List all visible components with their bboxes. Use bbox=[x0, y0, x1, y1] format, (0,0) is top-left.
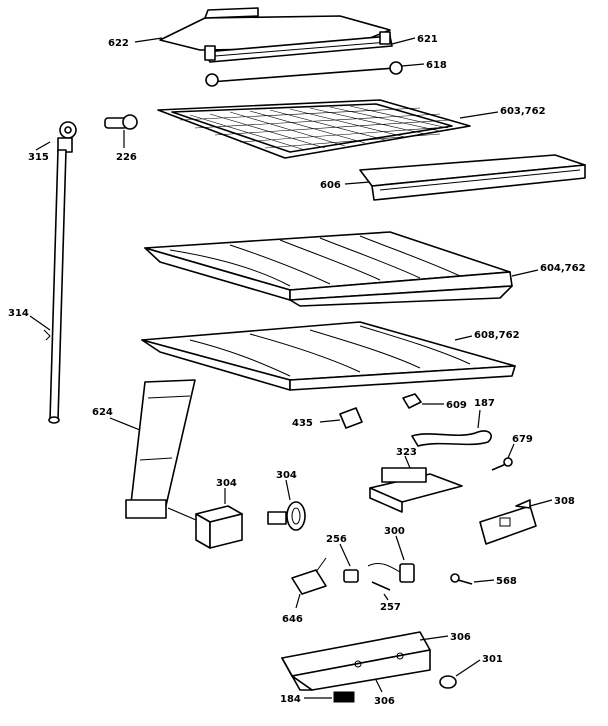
part-304-housing: 304 bbox=[167, 478, 243, 549]
part-323-bracket: 323 bbox=[369, 447, 463, 513]
part-315-hinge-bracket: 315 bbox=[28, 121, 77, 163]
label-314: 314 bbox=[8, 308, 29, 319]
label-308a: 308 bbox=[554, 496, 575, 507]
part-435-clip: 435 bbox=[292, 407, 363, 429]
part-301-knob: 301 bbox=[439, 654, 503, 689]
part-314-hinge-rod: 314 bbox=[8, 149, 67, 424]
part-606-crisper-cover: 606 bbox=[320, 154, 586, 201]
part-618-rod: 618 bbox=[205, 60, 447, 87]
part-187-cable: 187 bbox=[411, 398, 495, 447]
label-306b: 306 bbox=[374, 696, 395, 707]
part-256-socket: 256 bbox=[326, 534, 359, 583]
label-624: 624 bbox=[92, 407, 113, 418]
label-679: 679 bbox=[512, 434, 533, 445]
part-308-bracket: 308 bbox=[479, 496, 575, 545]
part-609-fastener: 609 bbox=[402, 393, 467, 411]
label-604: 604,762 bbox=[540, 263, 586, 274]
part-621-rail: 621 bbox=[204, 31, 438, 63]
label-323: 323 bbox=[396, 447, 417, 458]
label-300: 300 bbox=[384, 526, 405, 537]
shelf-grid-lines bbox=[179, 105, 451, 151]
label-304a: 304 bbox=[216, 478, 237, 489]
label-301: 301 bbox=[482, 654, 503, 665]
label-435: 435 bbox=[292, 418, 313, 429]
label-608: 608,762 bbox=[474, 330, 520, 341]
label-257: 257 bbox=[380, 602, 401, 613]
label-646: 646 bbox=[282, 614, 303, 625]
part-608-pan: 608,762 bbox=[141, 321, 520, 391]
label-315: 315 bbox=[28, 152, 49, 163]
label-603: 603,762 bbox=[500, 106, 546, 117]
part-603-grid-shelf: 603,762 bbox=[157, 99, 546, 159]
part-304-knob: 304 bbox=[267, 470, 306, 531]
part-568-screw: 568 bbox=[450, 573, 517, 587]
part-646-housing: 646 bbox=[282, 557, 327, 625]
part-257-fastener: 257 bbox=[371, 581, 401, 613]
part-679-screw: 679 bbox=[491, 434, 533, 471]
part-226-pin: 226 bbox=[104, 114, 138, 163]
label-256: 256 bbox=[326, 534, 347, 545]
part-604-pan: 604,762 bbox=[144, 231, 586, 307]
part-300-switch: 300 bbox=[367, 526, 415, 583]
label-184: 184 bbox=[280, 694, 301, 705]
label-568: 568 bbox=[496, 576, 517, 587]
label-609: 609 bbox=[446, 400, 467, 411]
label-618: 618 bbox=[426, 60, 447, 71]
part-624-duct: 624 bbox=[92, 379, 196, 519]
label-622: 622 bbox=[108, 38, 129, 49]
label-606: 606 bbox=[320, 180, 341, 191]
label-226: 226 bbox=[116, 152, 137, 163]
part-184-spring: 184 bbox=[280, 691, 355, 705]
part-306-base: 306 bbox=[281, 631, 471, 691]
label-304b: 304 bbox=[276, 470, 297, 481]
label-187: 187 bbox=[474, 398, 495, 409]
label-621: 621 bbox=[417, 34, 438, 45]
part-306-callout: 306 bbox=[374, 679, 395, 707]
label-306a: 306 bbox=[450, 632, 471, 643]
